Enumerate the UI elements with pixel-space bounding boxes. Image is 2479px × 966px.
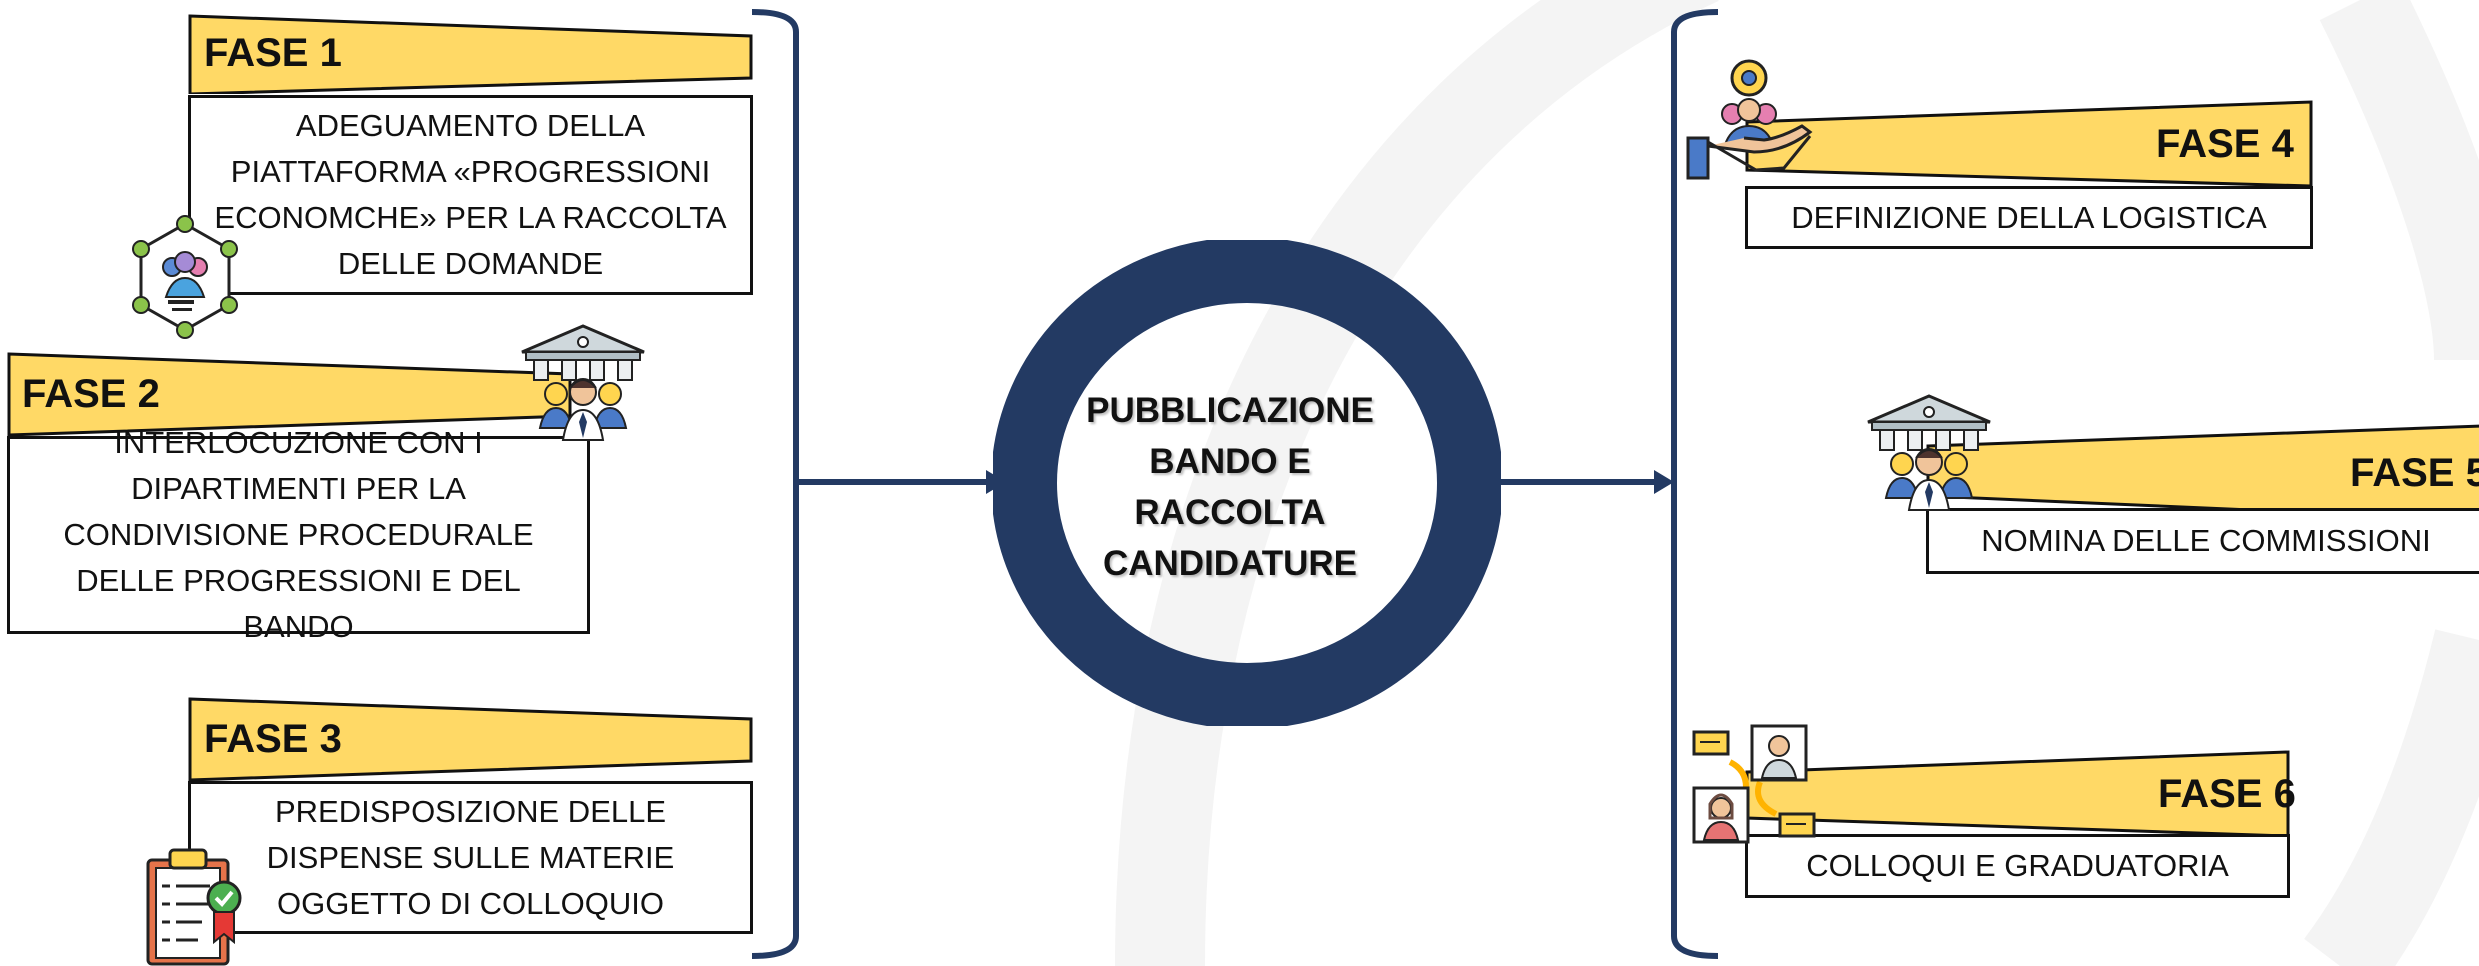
- phase-5-line-1: NOMINA DELLE COMMISSIONI: [1981, 523, 2431, 558]
- left-bracket-arrow: [751, 9, 1006, 959]
- phase-3-line-2: DISPENSE SULLE MATERIE: [266, 839, 675, 875]
- phase-1-line-1: ADEGUAMENTO DELLA: [295, 108, 646, 143]
- center-line-4: CANDIDATURE: [1102, 544, 1358, 583]
- phase-1-description: ADEGUAMENTO DELLA PIATTAFORMA «PROGRESSI…: [188, 95, 753, 295]
- center-line-1: PUBBLICAZIONE: [1086, 391, 1374, 430]
- phase-5-description: NOMINA DELLE COMMISSIONI: [1926, 508, 2479, 574]
- institution-people-icon: [521, 324, 645, 441]
- phase-3-title: FASE 3: [204, 717, 342, 761]
- phase-4-title: FASE 4: [2156, 122, 2294, 166]
- phase-2-banner: [7, 352, 572, 437]
- center-line-3: RACCOLTA: [1134, 493, 1326, 532]
- interview-people-icon: [1692, 724, 1816, 844]
- phase-1-line-2: PIATTAFORMA «PROGRESSIONI: [230, 154, 711, 189]
- phase-1-title: FASE 1: [204, 31, 342, 75]
- phase-4-description: DEFINIZIONE DELLA LOGISTICA: [1745, 186, 2313, 249]
- phase-6-line-1: COLLOQUI E GRADUATORIA: [1806, 848, 2229, 883]
- phase-1-line-3: ECONOMCHE» PER LA RACCOLTA: [214, 200, 727, 235]
- hand-team-gear-icon: [1686, 59, 1813, 180]
- phase-4-line-1: DEFINIZIONE DELLA LOGISTICA: [1791, 199, 2267, 235]
- phase-3-description: PREDISPOSIZIONE DELLE DISPENSE SULLE MAT…: [188, 781, 753, 934]
- phase-3-line-1: PREDISPOSIZIONE DELLE: [274, 793, 667, 829]
- center-line-2: BANDO E: [1149, 442, 1311, 481]
- phase-6-description: COLLOQUI E GRADUATORIA: [1745, 834, 2290, 898]
- phase-2-line-4: DELLE PROGRESSIONI E DEL BANDO: [76, 563, 521, 644]
- right-bracket-arrow: [1500, 9, 1719, 959]
- phase-5-title: FASE 5: [2350, 451, 2479, 495]
- network-people-icon: [132, 215, 238, 339]
- center-title: PUBBLICAZIONE BANDO E RACCOLTA CANDIDATU…: [1070, 385, 1390, 589]
- phase-3-line-3: OGGETTO DI COLLOQUIO: [277, 885, 664, 921]
- clipboard-checklist-icon: [146, 848, 242, 966]
- phase-3-banner: [188, 697, 753, 782]
- center-ring: [993, 240, 1501, 726]
- phase-2-line-2: DIPARTIMENTI PER LA: [131, 471, 466, 506]
- phase-2-line-3: CONDIVISIONE PROCEDURALE: [63, 517, 534, 552]
- phase-2-description: INTERLOCUZIONE CON I DIPARTIMENTI PER LA…: [7, 425, 590, 644]
- phase-1-line-4: DELLE DOMANDE: [337, 246, 604, 281]
- institution-people-icon: [1867, 394, 1991, 511]
- phase-6-title: FASE 6: [2158, 772, 2296, 816]
- phase-1-banner: [188, 14, 753, 94]
- phase-2-line-1: INTERLOCUZIONE CON I: [114, 425, 483, 460]
- phase-2-title: FASE 2: [22, 372, 160, 416]
